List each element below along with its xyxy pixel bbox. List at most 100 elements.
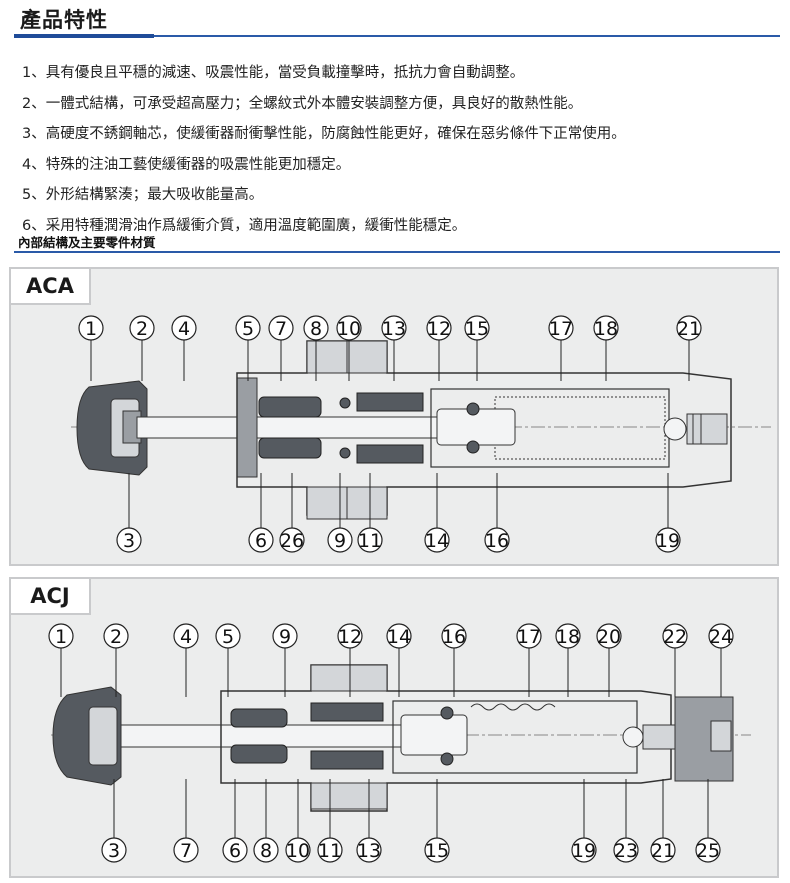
callout-circle <box>695 837 721 863</box>
callout-circle <box>129 315 155 341</box>
callout-number: 9 <box>279 626 291 648</box>
section-title: 產品特性 <box>20 8 108 32</box>
callout-number: 24 <box>709 626 733 648</box>
lock-nut-top <box>310 664 388 692</box>
callout-circle <box>426 315 452 341</box>
callout-circle <box>103 623 129 649</box>
o-ring <box>339 397 351 409</box>
feature-item: 2、一體式結構，可承受超高壓力；全螺紋式外本體安裝調整方便，具良好的散熱性能。 <box>22 95 583 112</box>
callout-circle <box>386 623 412 649</box>
callout-circle <box>268 315 294 341</box>
callout-circle <box>593 315 619 341</box>
accumulator-upper <box>356 392 424 412</box>
callout-circle <box>441 623 467 649</box>
seal-upper <box>230 708 288 728</box>
callout-number: 26 <box>280 530 304 552</box>
callout-circle <box>336 315 362 341</box>
callout-number: 18 <box>594 318 618 340</box>
adjust-screw <box>642 724 676 750</box>
aca-drawing <box>71 340 771 520</box>
structure-title: 內部結構及主要零件材質 <box>18 235 156 250</box>
end-ball <box>663 417 687 441</box>
callout-circle <box>424 837 450 863</box>
callout-number: 17 <box>549 318 573 340</box>
callout-circle <box>327 527 353 553</box>
callout-circle <box>676 315 702 341</box>
callout-number: 18 <box>556 626 580 648</box>
feature-item: 6、采用特種潤滑油作爲緩衝介質，適用溫度範圍廣，緩衝性能穩定。 <box>22 217 467 234</box>
callout-circle <box>272 623 298 649</box>
section-header: 產品特性 <box>14 0 780 40</box>
callout-number: 20 <box>597 626 621 648</box>
callout-number: 5 <box>222 626 234 648</box>
accumulator-lower <box>356 444 424 464</box>
callout-number: 14 <box>425 530 449 552</box>
callout-number: 10 <box>286 840 310 862</box>
end-plug <box>686 413 728 445</box>
feature-item: 1、具有優良且平穩的減速、吸震性能，當受負載撞擊時，抵抗力會自動調整。 <box>22 65 525 81</box>
check-ball <box>466 440 480 454</box>
title-underline-accent <box>14 34 154 38</box>
callout-circle <box>279 527 305 553</box>
callout-number: 16 <box>442 626 466 648</box>
callout-circle <box>381 315 407 341</box>
diagram-label-aca: ACA <box>11 269 91 305</box>
pressure-chamber <box>494 396 666 460</box>
callout-circle <box>173 837 199 863</box>
return-spring <box>470 703 556 711</box>
callout-circle <box>613 837 639 863</box>
callout-circle <box>555 623 581 649</box>
callout-number: 16 <box>485 530 509 552</box>
seal-lower <box>230 744 288 764</box>
callout-number: 6 <box>229 840 241 862</box>
callout-number: 4 <box>178 318 190 340</box>
accumulator-upper <box>310 702 384 722</box>
callout-number: 3 <box>108 840 120 862</box>
feature-item: 3、高硬度不銹鋼軸芯，使緩衝器耐衝擊性能，防腐蝕性能更好，確保在惡劣條件下正常使… <box>22 126 626 142</box>
callout-circle <box>215 623 241 649</box>
piston-rod <box>120 724 412 748</box>
callout-circle <box>516 623 542 649</box>
callout-circle <box>303 315 329 341</box>
feature-item: 4、特殊的注油工藝使緩衝器的吸震性能更加穩定。 <box>22 156 351 173</box>
callout-number: 1 <box>55 626 67 648</box>
callout-number: 21 <box>677 318 701 340</box>
callout-number: 17 <box>517 626 541 648</box>
callout-number: 15 <box>465 318 489 340</box>
callout-number: 8 <box>260 840 272 862</box>
callout-circle <box>596 623 622 649</box>
cap-insert <box>88 706 118 766</box>
callout-circle <box>484 527 510 553</box>
callout-number: 12 <box>338 626 362 648</box>
callout-number: 15 <box>425 840 449 862</box>
seal-housing <box>236 377 258 478</box>
callout-number: 11 <box>358 530 382 552</box>
piston-rod <box>136 416 438 439</box>
callout-circle <box>248 527 274 553</box>
acj-drawing <box>51 664 751 812</box>
callout-circle <box>650 837 676 863</box>
callout-circle <box>662 623 688 649</box>
callout-number: 19 <box>656 530 680 552</box>
callout-number: 9 <box>334 530 346 552</box>
callout-number: 2 <box>110 626 122 648</box>
callout-number: 4 <box>180 626 192 648</box>
adjuster-knob <box>710 720 732 752</box>
callout-number: 7 <box>180 840 192 862</box>
callout-number: 10 <box>337 318 361 340</box>
callout-circle <box>116 527 142 553</box>
callout-circle <box>101 837 127 863</box>
callout-circle <box>708 623 734 649</box>
callout-circle <box>173 623 199 649</box>
structure-underline <box>14 251 780 253</box>
piston-head <box>400 714 468 756</box>
callout-number: 8 <box>310 318 322 340</box>
callout-circle <box>171 315 197 341</box>
callout-circle <box>655 527 681 553</box>
callout-number: 19 <box>572 840 596 862</box>
callout-number: 22 <box>663 626 687 648</box>
callout-circle <box>235 315 261 341</box>
callout-number: 12 <box>427 318 451 340</box>
